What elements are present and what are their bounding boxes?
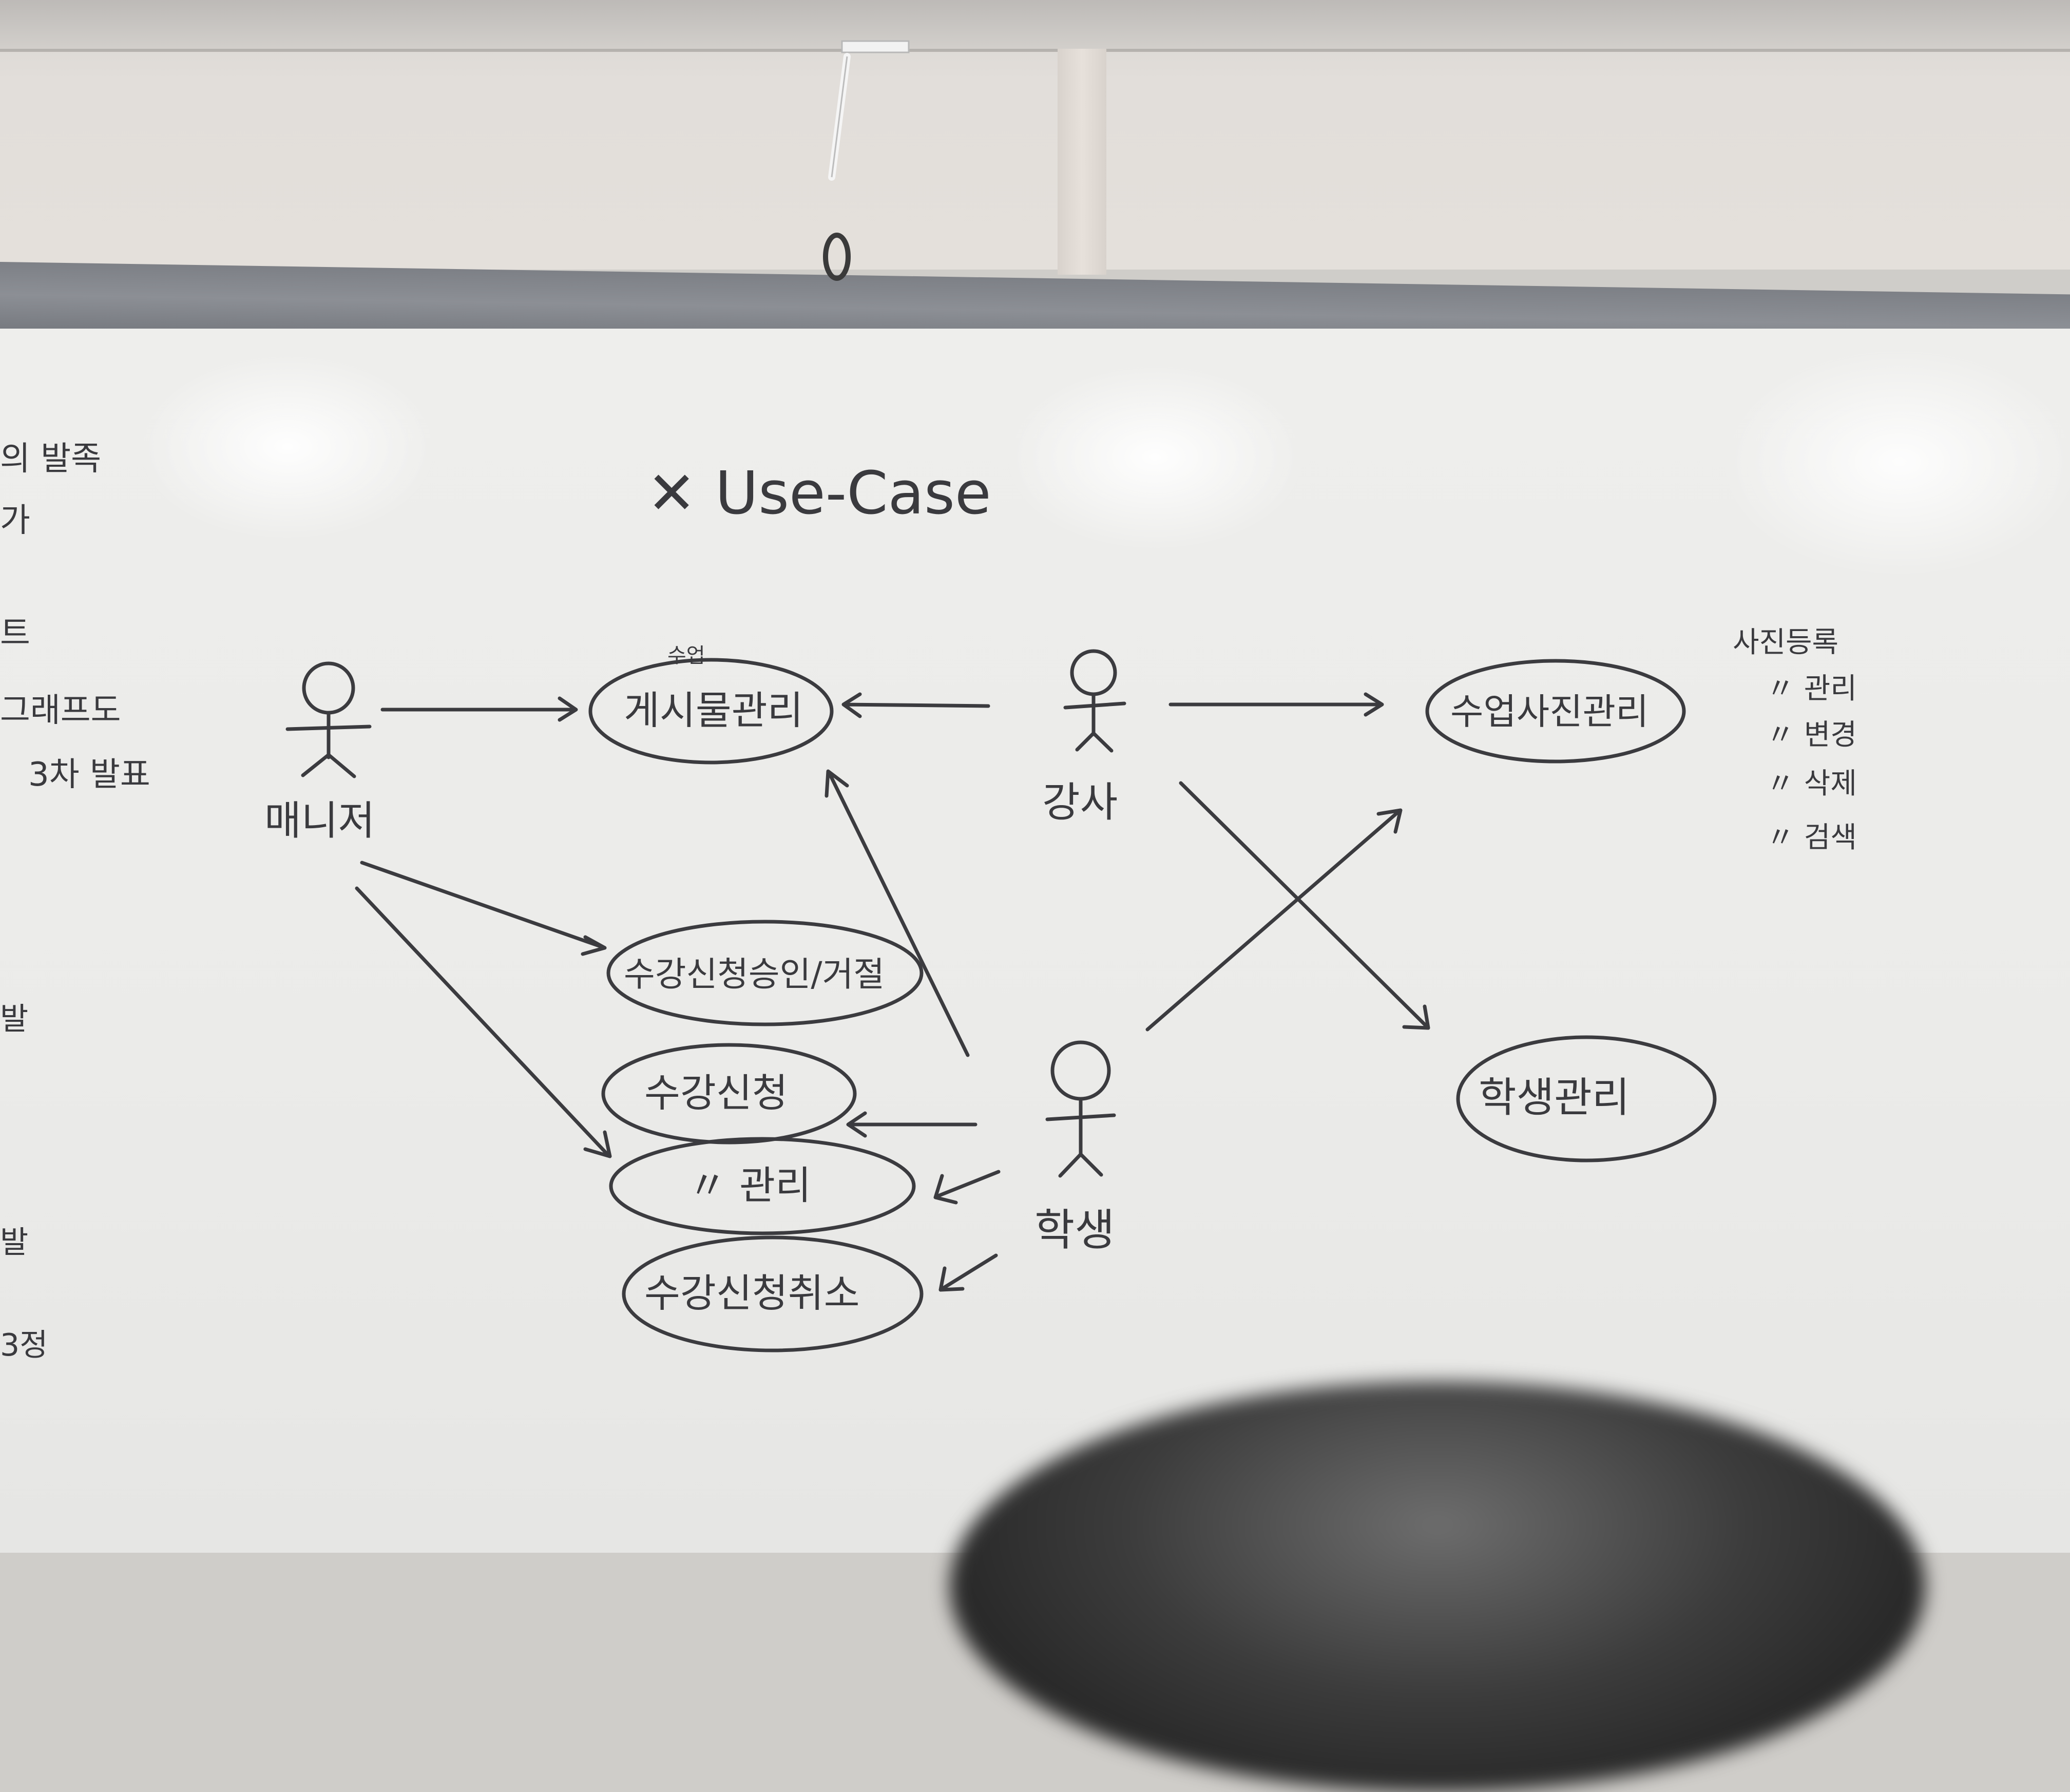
usecase-board-post-manage: 수업 게시물관리 xyxy=(588,644,834,765)
arrow-manager-enroll-manage xyxy=(355,886,612,1158)
arrow-student-cancel xyxy=(938,1253,998,1292)
usecase-class-photo-manage-label: 수업사진관리 xyxy=(1450,691,1649,733)
usecase-student-manage: 학생관리 xyxy=(1456,1035,1717,1162)
stick-figure-icon xyxy=(1045,1040,1116,1178)
margin-note-8: 3정 xyxy=(0,1327,48,1363)
stick-figure-icon xyxy=(285,661,372,778)
actor-student: 학생 xyxy=(1034,1040,1116,1256)
arrow-student-photo xyxy=(1145,808,1403,1032)
usecase-enrollment-apply-label: 수강신청 xyxy=(644,1070,788,1116)
actor-student-label: 학생 xyxy=(1034,1205,1115,1256)
actor-instructor: 강사 xyxy=(1042,649,1126,826)
arrow-manager-board xyxy=(380,696,578,722)
margin-note-4: 그래프도 xyxy=(0,692,121,730)
margin-note-7: 발 xyxy=(0,1225,28,1261)
arrow-manager-approve xyxy=(360,861,607,956)
whiteboard xyxy=(0,329,2070,1553)
stick-figure-icon xyxy=(1063,649,1126,753)
usecase-enrollment-approve: 수강신청승인/거절 xyxy=(606,920,924,1026)
photo-crud-note-4: 〃 삭제 xyxy=(1766,767,1857,800)
usecase-enrollment-cancel: 수강신청취소 xyxy=(622,1235,924,1352)
arrow-student-apply xyxy=(846,1111,977,1138)
photo-crud-notes: 사진등록 〃 관리 〃 변경 〃 삭제 〃 검색 xyxy=(1733,626,1857,854)
photo-crud-note-2: 〃 관리 xyxy=(1766,672,1857,706)
actor-instructor-label: 강사 xyxy=(1042,778,1118,826)
margin-note-3: 트 xyxy=(0,615,30,653)
ceiling-trim xyxy=(0,0,2070,52)
person-head-foreground xyxy=(950,1381,1925,1792)
photo-crud-note-3: 〃 변경 xyxy=(1766,718,1857,752)
usecase-class-photo-manage: 수업사진관리 xyxy=(1425,659,1686,764)
margin-note-5: 3차 발표 xyxy=(28,756,150,794)
arrow-instructor-board xyxy=(841,692,990,718)
photo-crud-note-1: 사진등록 xyxy=(1733,626,1838,659)
usecase-enrollment-apply: 수강신청 xyxy=(601,1043,857,1145)
ceiling-pillar xyxy=(1058,49,1106,275)
left-margin-notes: 의 발족 가 트 그래프도 3차 발표 발 발 3정 xyxy=(0,440,150,1363)
actor-manager: 매니저 xyxy=(264,661,375,844)
usecase-student-manage-label: 학생관리 xyxy=(1479,1074,1630,1121)
arrow-student-enroll-manage xyxy=(933,1170,1001,1205)
usecase-board-post-manage-label: 게시물관리 xyxy=(624,688,803,733)
diagram-title: ✕ Use-Case xyxy=(647,459,991,528)
arrow-instructor-student-manage xyxy=(1179,781,1430,1030)
arrow-student-board xyxy=(825,769,970,1057)
ceiling-hook xyxy=(823,40,910,281)
usecase-enrollment-approve-label: 수강신청승인/거절 xyxy=(624,955,885,994)
margin-note-1: 의 발족 xyxy=(0,440,101,478)
usecase-enrollment-manage: 〃 관리 xyxy=(609,1137,916,1235)
usecase-enrollment-cancel-label: 수강신청취소 xyxy=(644,1270,860,1316)
margin-note-2: 가 xyxy=(0,502,30,540)
margin-note-6: 발 xyxy=(0,1001,28,1037)
use-case-diagram: ✕ Use-Case 매니저 강사 학생 수업 게시물관리 수업사진관리 수강신 xyxy=(0,40,1857,1363)
photo-crud-note-5: 〃 검색 xyxy=(1766,821,1857,854)
usecase-board-post-manage-note: 수업 xyxy=(667,644,705,668)
actor-manager-label: 매니저 xyxy=(264,798,375,844)
usecase-enrollment-manage-label: 〃 관리 xyxy=(688,1162,811,1208)
association-arrows xyxy=(355,692,1430,1292)
arrow-instructor-photo xyxy=(1168,692,1384,717)
